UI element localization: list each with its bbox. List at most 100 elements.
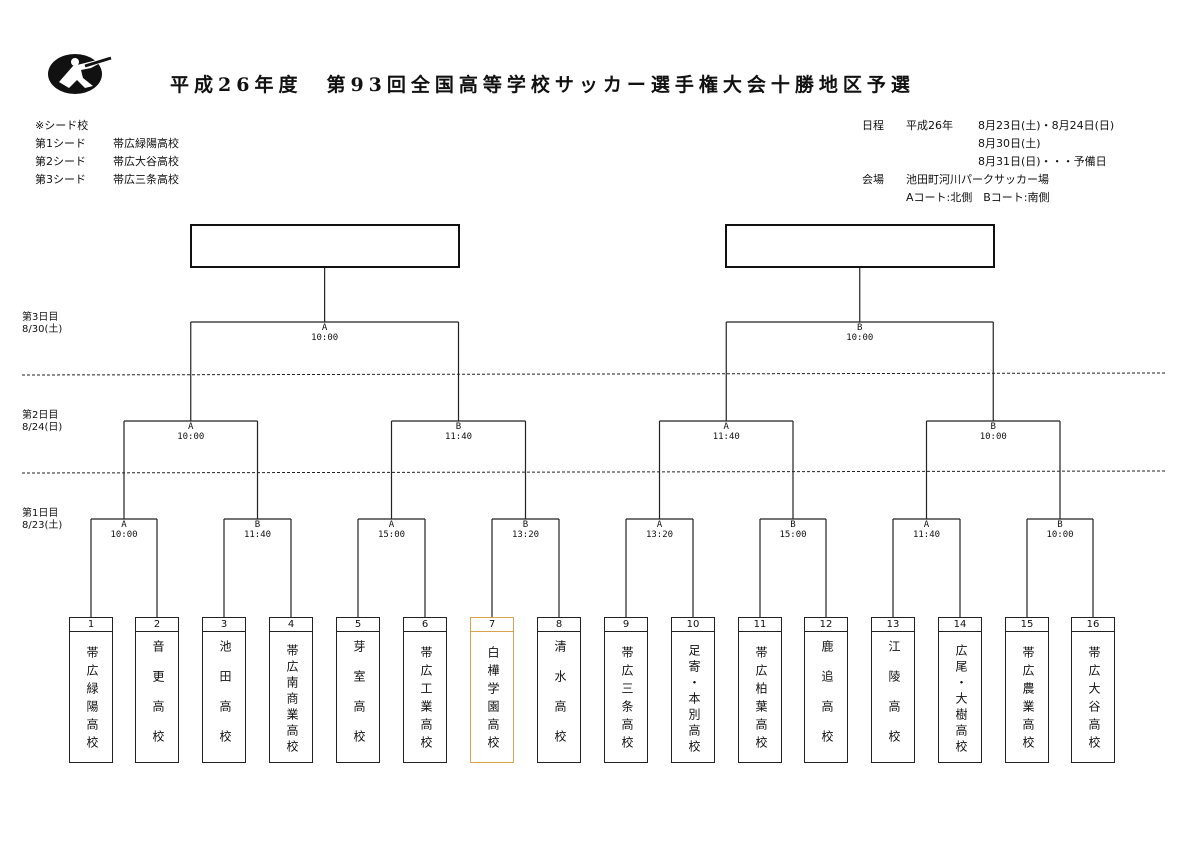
team-number: 1 xyxy=(70,618,112,632)
team-name: 帯広南商業高校 xyxy=(285,644,299,756)
seed-rank-2: 第2シード xyxy=(35,155,86,168)
seed-school-3: 帯広三条高校 xyxy=(113,173,179,186)
match-court: B xyxy=(857,323,863,333)
team-number: 2 xyxy=(136,618,178,632)
winner-box-right xyxy=(725,224,995,268)
team-box: 3 池田高校 xyxy=(202,617,246,763)
match-court: A xyxy=(923,520,930,530)
match-time: 11:40 xyxy=(444,432,473,442)
team-number: 12 xyxy=(805,618,847,632)
team-number: 9 xyxy=(605,618,647,632)
team-name: 帯広三条高校 xyxy=(620,646,634,754)
day-name: 第1日目 xyxy=(22,508,59,519)
winner-box-left xyxy=(190,224,460,268)
seed-school-1: 帯広緑陽高校 xyxy=(113,137,179,150)
team-box: 2 音更高校 xyxy=(135,617,179,763)
team-name: 足寄・本別高校 xyxy=(687,644,701,756)
team-box: 4 帯広南商業高校 xyxy=(269,617,313,763)
team-name: 清水高校 xyxy=(553,640,567,760)
day-date: 8/24(日) xyxy=(22,422,63,433)
match-court: A xyxy=(656,520,663,530)
soccer-player-logo xyxy=(45,52,117,96)
day-3-label: 第3日目 8/30(土) xyxy=(22,312,62,336)
team-number: 3 xyxy=(203,618,245,632)
team-box: 15 帯広農業高校 xyxy=(1005,617,1049,763)
match-court: B xyxy=(790,520,796,530)
team-name: 帯広工業高校 xyxy=(419,646,433,754)
team-name: 帯広緑陽高校 xyxy=(85,646,99,754)
team-name: 広尾・大樹高校 xyxy=(954,644,968,756)
match-time: 11:40 xyxy=(712,432,740,442)
team-number: 4 xyxy=(270,618,312,632)
venue-name: 池田町河川パークサッカー場 xyxy=(906,173,1049,186)
team-box: 14 広尾・大樹高校 xyxy=(938,617,982,763)
team-number: 10 xyxy=(672,618,714,632)
match-court: A xyxy=(321,323,328,333)
schedule-era: 平成26年 xyxy=(906,119,953,132)
team-box: 6 帯広工業高校 xyxy=(403,617,447,763)
venue-label: 会場 xyxy=(862,173,884,186)
schedule-line-2: 8月30日(土) xyxy=(978,137,1041,150)
team-number: 7 xyxy=(471,618,513,632)
court-info: Aコート:北側 Bコート:南側 xyxy=(906,191,1050,204)
team-number: 16 xyxy=(1072,618,1114,632)
day-date: 8/23(土) xyxy=(22,520,63,531)
team-number: 15 xyxy=(1006,618,1048,632)
match-time: 10:00 xyxy=(110,530,138,540)
team-number: 6 xyxy=(404,618,446,632)
seed-rank-3: 第3シード xyxy=(35,173,86,186)
match-time: 10:00 xyxy=(846,333,874,343)
day-separator-line xyxy=(21,470,1166,474)
team-name: 芽室高校 xyxy=(352,640,366,760)
match-court: A xyxy=(723,422,729,432)
match-court: B xyxy=(455,422,462,432)
team-name: 音更高校 xyxy=(151,640,165,760)
team-name: 帯広柏葉高校 xyxy=(754,646,768,754)
team-box: 8 清水高校 xyxy=(537,617,581,763)
team-number: 5 xyxy=(337,618,379,632)
day-2-label: 第2日目 8/24(日) xyxy=(22,410,62,434)
seed-rank-1: 第1シード xyxy=(35,137,86,150)
team-name: 池田高校 xyxy=(218,640,232,760)
day-date: 8/30(土) xyxy=(22,324,63,335)
day-name: 第3日目 xyxy=(22,312,59,323)
team-name: 江陵高校 xyxy=(887,640,901,760)
page-title: 平成26年度 第93回全国高等学校サッカー選手権大会十勝地区予選 xyxy=(170,74,915,96)
match-time: 10:00 xyxy=(177,432,205,442)
schedule-label: 日程 xyxy=(862,119,884,132)
match-time: 11:40 xyxy=(912,530,941,540)
team-name: 帯広農業高校 xyxy=(1021,646,1035,754)
schedule-line-3: 8月31日(日)・・・予備日 xyxy=(978,155,1107,168)
match-court: A xyxy=(121,520,127,530)
match-time: 15:00 xyxy=(377,530,406,540)
team-number: 14 xyxy=(939,618,981,632)
match-court: A xyxy=(188,422,194,432)
day-1-label: 第1日目 8/23(土) xyxy=(22,508,62,532)
match-court: A xyxy=(388,520,395,530)
match-court: B xyxy=(1057,520,1063,530)
team-box: 5 芽室高校 xyxy=(336,617,380,763)
team-number: 8 xyxy=(538,618,580,632)
match-court: B xyxy=(254,520,261,530)
team-box: 9 帯広三条高校 xyxy=(604,617,648,763)
day-separator-line xyxy=(21,372,1166,376)
team-box: 1 帯広緑陽高校 xyxy=(69,617,113,763)
match-time: 10:00 xyxy=(979,432,1007,442)
day-name: 第2日目 xyxy=(22,410,59,421)
match-time: 13:20 xyxy=(645,530,674,540)
